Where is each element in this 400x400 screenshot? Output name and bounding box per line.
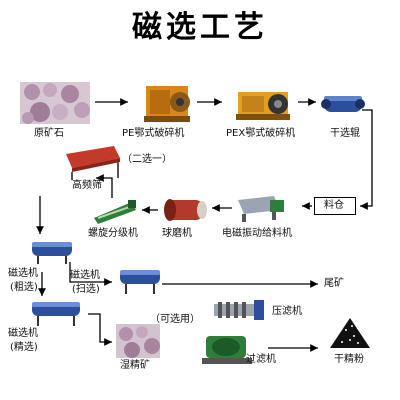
filter-press-label: 压滤机	[272, 306, 302, 317]
arrow-rough-to-scav	[69, 262, 112, 286]
silo-label: 料仓	[324, 200, 344, 211]
mag-scav-label-2: (扫选)	[72, 284, 100, 295]
concentrate-image	[328, 316, 372, 350]
spiral-classifier-image	[92, 198, 138, 226]
wet-concentrate-label: 湿精矿	[120, 360, 150, 371]
vacuum-filter-label: 过滤机	[246, 354, 276, 365]
mag-scav-image	[116, 266, 164, 294]
mag-fine-image	[28, 298, 86, 326]
spiral-classifier-label: 螺旋分级机	[88, 228, 138, 239]
pex-crusher-label: PEX鄂式破碎机	[226, 128, 296, 139]
arrow-dry-to-silo	[360, 109, 373, 210]
arrow-fine-to-wet	[88, 313, 112, 346]
feeder-label: 电磁振动给料机	[222, 228, 292, 239]
pex-crusher-image	[232, 84, 294, 122]
concentrate-label: 干精粉	[334, 354, 364, 365]
dry-separator-label: 干选辊	[330, 128, 360, 139]
tailings-label: 尾矿	[324, 278, 344, 289]
pe-crusher-label: PE鄂式破碎机	[122, 128, 185, 139]
mag-scav-label-1: 磁选机	[70, 270, 100, 281]
ball-mill-image	[162, 194, 208, 226]
wet-concentrate-image	[116, 324, 160, 358]
pe-crusher-image	[140, 80, 194, 124]
mag-rough-label-2: (粗选)	[10, 282, 38, 293]
feeder-image	[234, 192, 288, 222]
raw-ore-label: 原矿石	[34, 128, 64, 139]
screen-option-label: （二选一）	[122, 154, 172, 165]
hf-screen-label: 高频筛	[72, 180, 102, 191]
silo-box	[314, 197, 356, 215]
filter-press-image	[210, 296, 268, 324]
raw-ore-image	[20, 82, 90, 124]
vacuum-filter-image	[198, 330, 258, 366]
optional-label: （可选用）	[150, 314, 200, 325]
mag-fine-label-2: (精选)	[10, 342, 38, 353]
ball-mill-label: 球磨机	[162, 228, 192, 239]
dry-separator-image	[320, 92, 366, 116]
mag-rough-label-1: 磁选机	[8, 268, 38, 279]
mag-rough-image	[28, 238, 76, 264]
hf-screen-image	[62, 140, 122, 180]
arrow-classifier-to-screen	[96, 174, 113, 198]
page-title: 磁选工艺	[132, 10, 268, 45]
mag-fine-label-1: 磁选机	[8, 328, 38, 339]
